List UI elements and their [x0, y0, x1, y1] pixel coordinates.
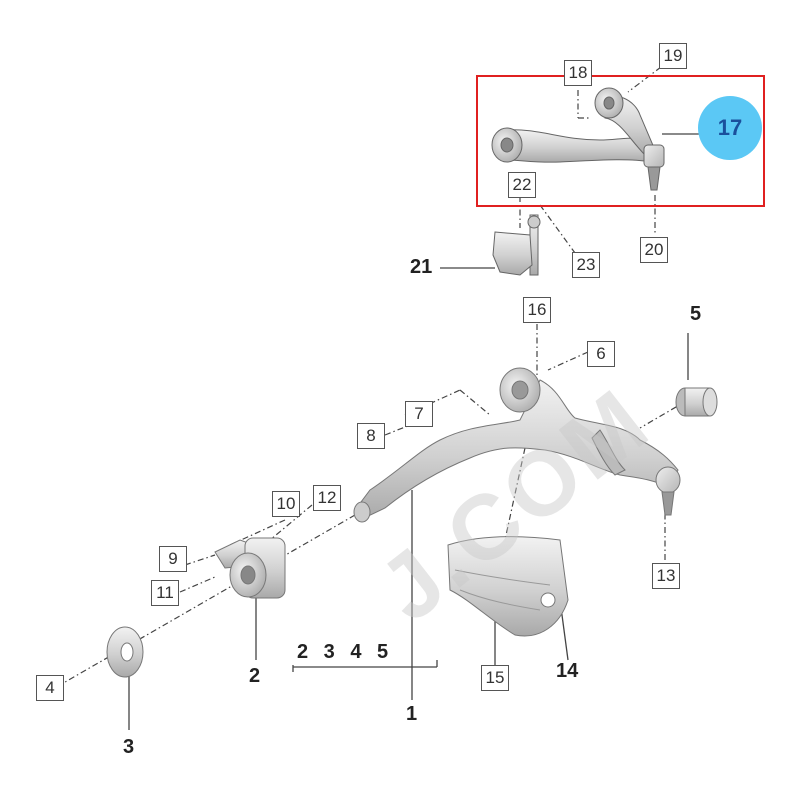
part-label-16[interactable]: 16 [523, 297, 551, 323]
washer-3 [106, 626, 144, 678]
part-label-13[interactable]: 13 [652, 563, 680, 589]
part-label-20[interactable]: 20 [640, 237, 668, 263]
part-label-1[interactable]: 1 [406, 703, 418, 725]
part-label-6[interactable]: 6 [587, 341, 615, 367]
kit-label: 2 3 4 5 [297, 641, 389, 663]
part-label-21[interactable]: 21 [410, 256, 433, 278]
callout-17[interactable]: 17 [698, 96, 762, 160]
bushing-5 [675, 387, 718, 417]
part-label-8[interactable]: 8 [357, 423, 385, 449]
part-label-12[interactable]: 12 [313, 485, 341, 511]
part-label-2[interactable]: 2 [249, 665, 261, 687]
part-label-19[interactable]: 19 [659, 43, 687, 69]
part-label-23[interactable]: 23 [572, 252, 600, 278]
part-label-14[interactable]: 14 [556, 660, 579, 682]
lower-control-arm [353, 367, 681, 523]
part-label-7[interactable]: 7 [405, 401, 433, 427]
highlight-frame [476, 75, 765, 207]
part-label-11[interactable]: 11 [151, 580, 179, 606]
upper-control-arm [491, 87, 665, 191]
part-label-10[interactable]: 10 [272, 491, 300, 517]
part-label-5[interactable]: 5 [690, 303, 702, 325]
part-label-3[interactable]: 3 [123, 736, 135, 758]
panel-14 [447, 536, 569, 637]
part-label-4[interactable]: 4 [36, 675, 64, 701]
part-label-22[interactable]: 22 [508, 172, 536, 198]
part-label-18[interactable]: 18 [564, 60, 592, 86]
part-label-9[interactable]: 9 [159, 546, 187, 572]
stabilizer-link [492, 214, 541, 276]
bushing-2 [214, 537, 286, 599]
part-label-15[interactable]: 15 [481, 665, 509, 691]
